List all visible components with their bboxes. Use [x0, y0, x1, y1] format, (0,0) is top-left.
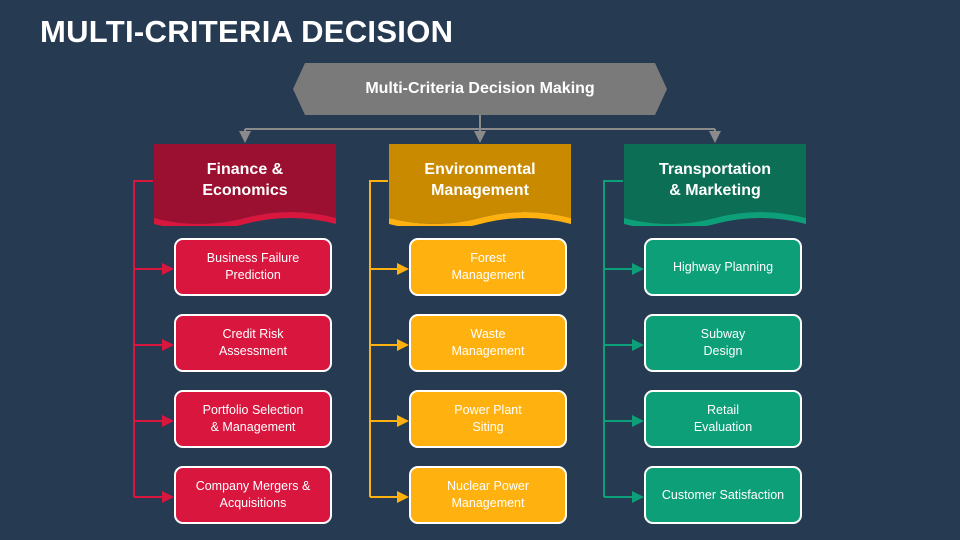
node-subway-design: Subway Design: [644, 314, 802, 372]
node-power-plant-siting: Power Plant Siting: [409, 390, 567, 448]
node-line-2: Management: [451, 268, 525, 282]
node-line-2: Assessment: [218, 344, 288, 358]
node-customer-satisfaction: Customer Satisfaction: [644, 466, 802, 524]
heading-banner: [624, 144, 806, 226]
node-credit-risk-assessment: Credit Risk Assessment: [174, 314, 332, 372]
node-line-2: Management: [451, 496, 525, 510]
node-retail-evaluation: Retail Evaluation: [644, 390, 802, 448]
node-line-2: Evaluation: [693, 420, 753, 434]
heading-banner: [389, 144, 571, 226]
finance-connectors: [133, 180, 174, 503]
node-line-1: Business Failure: [206, 251, 300, 265]
environmental-connectors: [369, 180, 409, 503]
node-line-2: Management: [451, 344, 525, 358]
node-line-2: Siting: [472, 420, 504, 434]
slide-title: MULTI-CRITERIA DECISION: [40, 14, 454, 49]
node-line-1: Customer Satisfaction: [661, 487, 785, 502]
heading-environmental: Environmental Management: [389, 144, 571, 226]
node-portfolio-selection: Portfolio Selection & Management: [174, 390, 332, 448]
node-line-1: Company Mergers &: [195, 479, 311, 493]
node-waste-management: Waste Management: [409, 314, 567, 372]
root-node: Multi-Criteria Decision Making: [293, 63, 667, 115]
node-highway-planning: Highway Planning: [644, 238, 802, 296]
node-company-mergers: Company Mergers & Acquisitions: [174, 466, 332, 524]
node-line-1: Subway: [700, 327, 746, 341]
heading-line-1: Finance &: [206, 161, 284, 178]
root-connectors: [239, 115, 721, 143]
heading-transportation: Transportation & Marketing: [624, 144, 806, 226]
transportation-connectors: [603, 180, 644, 503]
node-line-2: Acquisitions: [219, 496, 287, 510]
heading-line-2: Management: [431, 182, 529, 199]
node-line-2: Prediction: [225, 268, 281, 282]
node-line-1: Highway Planning: [672, 259, 774, 274]
heading-line-2: Economics: [202, 182, 288, 199]
node-line-2: Design: [703, 344, 743, 358]
node-line-1: Power Plant: [454, 403, 522, 417]
node-line-1: Nuclear Power: [447, 479, 529, 493]
heading-line-1: Environmental: [424, 161, 536, 178]
node-line-1: Credit Risk: [222, 327, 284, 341]
node-line-1: Retail: [707, 403, 739, 417]
node-line-1: Portfolio Selection: [202, 403, 304, 417]
node-forest-management: Forest Management: [409, 238, 567, 296]
heading-line-2: & Marketing: [669, 182, 761, 199]
heading-banner: [154, 144, 336, 226]
heading-line-1: Transportation: [658, 161, 771, 178]
node-business-failure-prediction: Business Failure Prediction: [174, 238, 332, 296]
node-nuclear-power-management: Nuclear Power Management: [409, 466, 567, 524]
node-line-1: Forest: [470, 251, 506, 265]
node-line-2: & Management: [210, 420, 296, 434]
node-line-1: Waste: [470, 327, 506, 341]
heading-finance: Finance & Economics: [154, 144, 336, 226]
